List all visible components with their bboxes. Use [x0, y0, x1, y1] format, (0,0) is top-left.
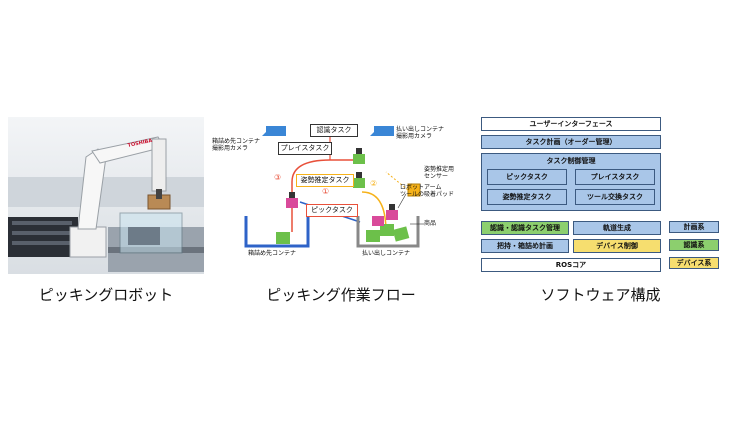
- dest-container-label: 箱詰め先コンテナ: [248, 250, 297, 257]
- step-2-marker: ②: [370, 179, 378, 188]
- picking-robot-photo: TOSHIBA: [8, 117, 204, 274]
- recog-mgmt-block: 認識・認識タスク管理: [481, 221, 569, 235]
- tool-head-icon: [286, 148, 398, 220]
- task-control-title: タスク制御管理: [546, 157, 596, 165]
- software-stack-diagram: ユーザーインターフェース タスク計画（オーダー管理） タスク制御管理 ピックタス…: [481, 117, 720, 277]
- place-path: [291, 159, 358, 232]
- src-container-shape: [356, 216, 420, 248]
- ui-layer: ユーザーインターフェース: [481, 117, 661, 131]
- step-3-marker: ③: [274, 173, 282, 182]
- legend-plan: 計画系: [669, 221, 719, 233]
- pose-task-box: 姿勢推定タスク: [296, 174, 354, 187]
- pose-task-block: 姿勢推定タスク: [487, 189, 567, 205]
- task-plan-layer: タスク計画（オーダー管理）: [481, 135, 661, 149]
- dest-camera-label: 箱詰め先コンテナ 撮影用カメラ: [212, 138, 261, 152]
- product-icons: [366, 216, 410, 242]
- device-ctrl-block: デバイス制御: [573, 239, 661, 253]
- legend-recog: 認識系: [669, 239, 719, 251]
- recognition-task-box: 認識タスク: [310, 124, 358, 137]
- place-task-block: プレイスタスク: [575, 169, 655, 185]
- step-1-marker: ①: [322, 187, 330, 196]
- pick-task-block: ピックタスク: [487, 169, 567, 185]
- ros-core-layer: ROSコア: [481, 258, 661, 272]
- suction-pad-label: ロボットアーム ツールの吸着パッド: [400, 184, 455, 198]
- robot-illustration: TOSHIBA: [8, 117, 204, 274]
- src-camera-label: 払い出しコンテナ 撮影用カメラ: [396, 126, 445, 140]
- legend-device: デバイス系: [669, 257, 719, 269]
- tool-task-block: ツール交換タスク: [575, 189, 655, 205]
- src-container-label: 払い出しコンテナ: [362, 250, 411, 257]
- picking-flow-diagram: 認識タスク プレイスタスク 姿勢推定タスク ピックタスク 箱詰め先コンテナ 撮影…: [210, 112, 472, 277]
- pose-sensor-label: 姿勢推定用 センサー: [424, 166, 455, 180]
- src-camera-icon: [370, 126, 394, 136]
- caption-robot: ピッキングロボット: [38, 286, 174, 304]
- pick-task-box: ピックタスク: [306, 204, 358, 217]
- product-label: 商品: [424, 220, 437, 227]
- place-task-box: プレイスタスク: [278, 142, 332, 155]
- grip-pack-block: 把持・箱詰め計画: [481, 239, 569, 253]
- caption-flow: ピッキング作業フロー: [266, 286, 416, 304]
- robot-logo: TOSHIBA: [127, 138, 153, 149]
- dest-camera-icon: [262, 126, 286, 136]
- trajectory-block: 軌道生成: [573, 221, 661, 235]
- dest-container-shape: [244, 216, 310, 248]
- caption-software: ソフトウェア構成: [540, 286, 661, 304]
